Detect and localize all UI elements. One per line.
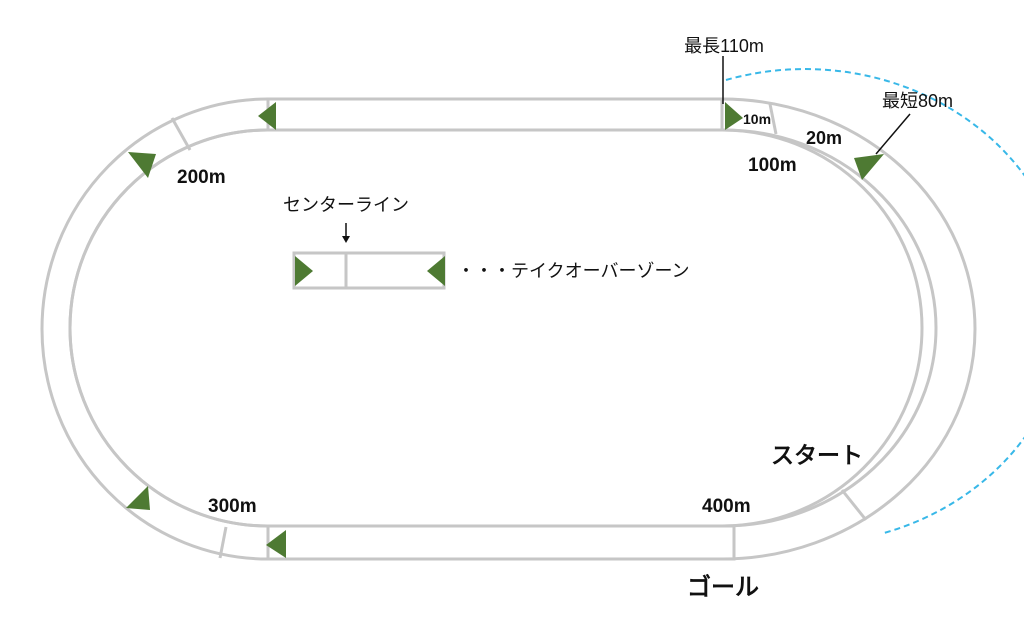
start-dashed-arc xyxy=(725,68,1024,534)
triangle-marker-icon xyxy=(128,152,156,178)
label-max-110m: 最長110m xyxy=(684,36,764,56)
down-arrow-icon xyxy=(342,223,350,243)
label-300m: 300m xyxy=(208,496,257,517)
leader-lines xyxy=(722,56,911,155)
leader-min-80m xyxy=(875,113,911,155)
label-100m: 100m xyxy=(748,155,797,176)
label-min-80m: 最短80m xyxy=(882,91,953,111)
triangle-marker-icon xyxy=(725,102,743,130)
triangle-marker-icon xyxy=(266,530,286,558)
bottom-zone-rect xyxy=(266,524,736,561)
label-goal: ゴール xyxy=(687,573,759,601)
marker-group xyxy=(126,102,884,558)
label-takeover-zone: ・・・テイクオーバーゾーン xyxy=(457,261,690,281)
tick-300m xyxy=(218,526,228,559)
label-200m: 200m xyxy=(177,167,226,188)
label-400m: 400m xyxy=(702,496,751,517)
triangle-marker-icon xyxy=(126,486,150,510)
label-start: スタート xyxy=(771,442,863,468)
tick-200m xyxy=(170,117,192,151)
triangle-marker-icon xyxy=(295,256,313,286)
label-20m: 20m xyxy=(806,128,842,148)
legend-zone-rect xyxy=(292,251,446,290)
tick-start xyxy=(840,489,868,521)
top-zone-rect xyxy=(266,97,724,132)
triangle-marker-icon xyxy=(258,102,276,130)
label-10m: 10m xyxy=(743,111,771,127)
triangle-marker-icon xyxy=(854,154,884,180)
tick-10m xyxy=(768,103,778,135)
label-center-line: センターライン xyxy=(283,195,409,215)
triangle-marker-icon xyxy=(427,256,445,286)
